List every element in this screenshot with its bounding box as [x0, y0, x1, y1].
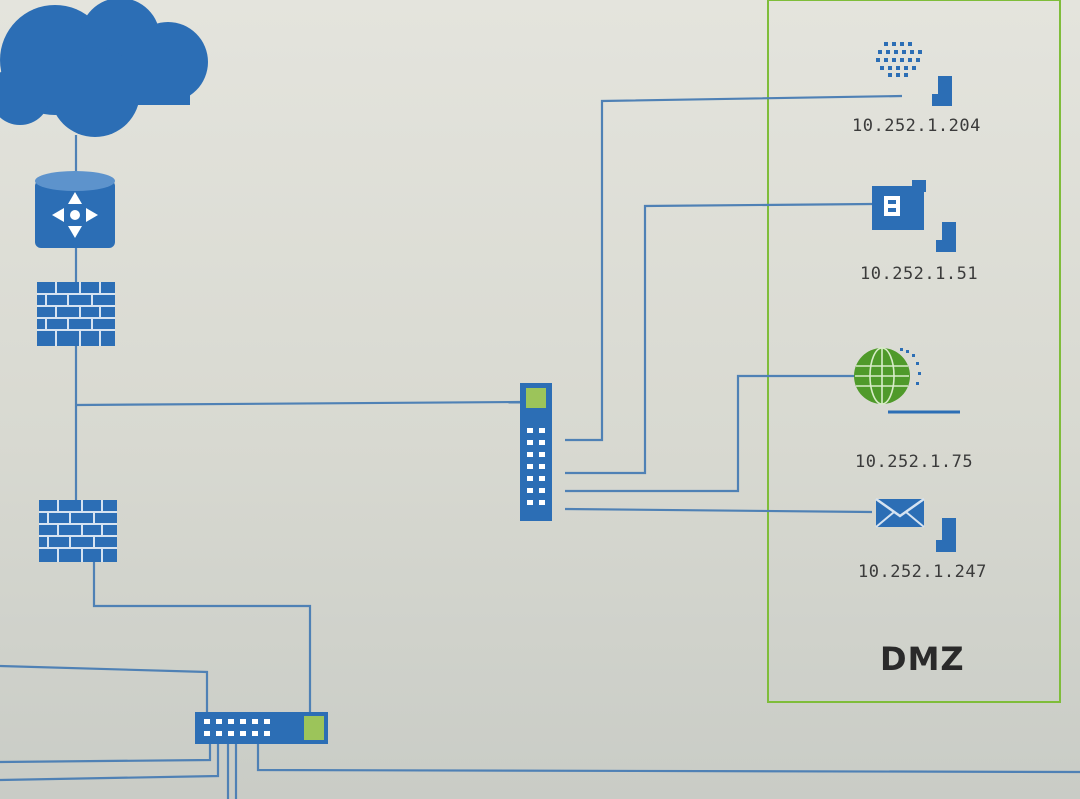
server-plug-icon — [936, 518, 956, 552]
dmz-zone-label: DMZ — [880, 640, 965, 678]
firewall-icon — [37, 282, 115, 346]
link-switch-host-51 — [565, 202, 873, 475]
cloud-icon — [0, 0, 208, 137]
switch-icon — [195, 712, 328, 744]
link-switch-host-204 — [565, 94, 903, 442]
application-server-icon — [872, 180, 926, 230]
host-ip-label: 10.252.1.247 — [858, 562, 987, 582]
firewall-icon — [39, 500, 117, 562]
mail-server-icon — [875, 497, 925, 528]
router-icon — [35, 171, 115, 248]
link-firewall-core-switch — [92, 562, 312, 712]
host-ip-label: 10.252.1.75 — [855, 452, 974, 472]
link-core-bottom-2 — [0, 744, 220, 782]
link-core-bottom-5 — [256, 744, 1080, 774]
host-ip-label: 10.252.1.204 — [852, 116, 981, 136]
server-plug-icon — [936, 222, 956, 252]
switch-icon — [520, 383, 552, 521]
web-server-icon — [876, 42, 922, 77]
link-switch-host-247 — [564, 507, 873, 514]
server-plug-icon — [932, 76, 952, 106]
connection-lines — [0, 94, 1080, 799]
link-switch-host-75 — [565, 374, 860, 493]
dmz-zone-border — [767, 0, 1061, 703]
link-backbone-dmz-switch — [75, 400, 521, 407]
host-ip-label: 10.252.1.51 — [860, 264, 979, 284]
globe-icon — [854, 347, 921, 405]
link-core-bottom-1 — [0, 744, 212, 764]
link-left-core-switch — [0, 664, 209, 712]
